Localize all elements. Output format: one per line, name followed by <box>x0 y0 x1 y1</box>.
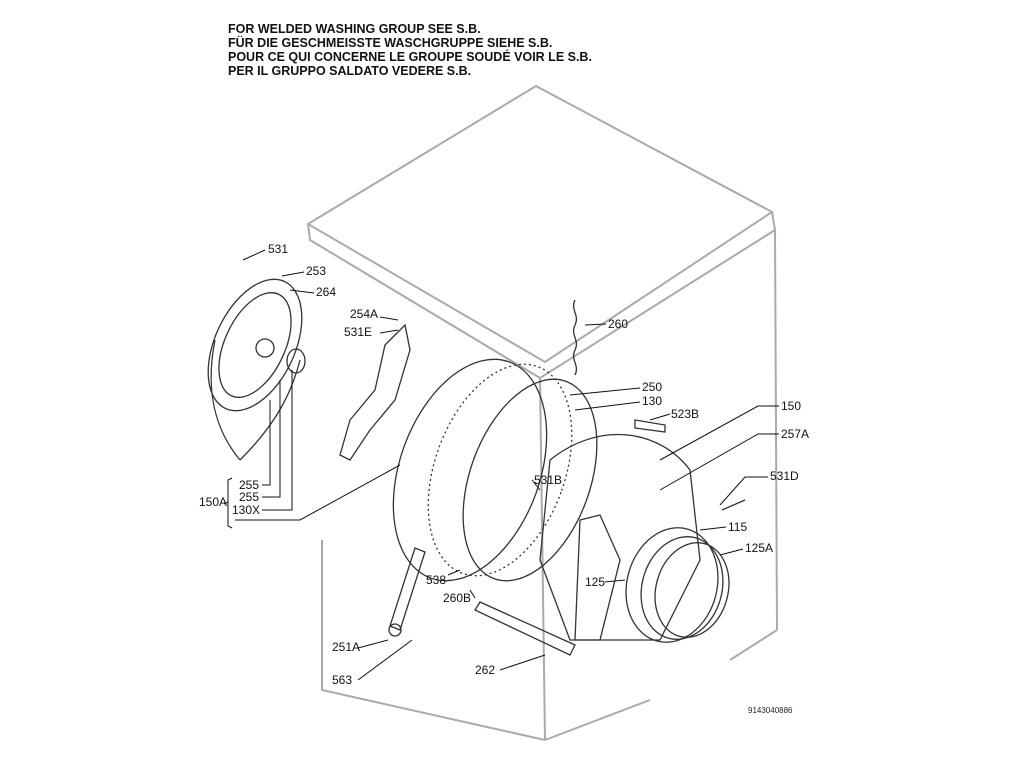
part-label-253: 253 <box>306 264 327 278</box>
terminal-523B <box>634 419 666 433</box>
part-label-150: 150 <box>781 399 802 413</box>
part-label-563: 563 <box>332 673 353 687</box>
part-label-531D: 531D <box>770 469 799 483</box>
bolt-531D <box>721 499 746 511</box>
part-label-125A: 125A <box>745 541 774 555</box>
part-label-255: 255 <box>239 478 260 492</box>
front-tub-257A <box>539 433 701 641</box>
part-label-250: 250 <box>642 380 663 394</box>
part-label-257A: 257A <box>781 427 810 441</box>
diagram-code: 9143040886 <box>748 706 793 715</box>
part-label-115: 115 <box>728 520 748 534</box>
note-de: FÜR DIE GESCHMEISSTE WASCHGRUPPE SIEHE S… <box>228 36 553 50</box>
part-label-130: 130 <box>642 394 663 408</box>
part-label-531B: 531B <box>534 473 563 487</box>
cabinet-outline <box>306 84 778 741</box>
pulley-253 <box>207 278 306 461</box>
part-label-264: 264 <box>316 285 337 299</box>
bolt-563 <box>388 623 402 637</box>
part-label-260: 260 <box>608 317 629 331</box>
part-label-125: 125 <box>585 575 606 589</box>
part-label-251A: 251A <box>332 640 361 654</box>
part-label-531E: 531E <box>344 325 373 339</box>
part-label-262: 262 <box>475 663 496 677</box>
leader-lines <box>223 249 779 681</box>
spring-260 <box>572 299 578 376</box>
shock-absorber-251A <box>389 547 426 631</box>
part-label-260B: 260B <box>443 591 472 605</box>
door-gasket-125A <box>625 527 730 643</box>
part-label-538: 538 <box>426 573 447 587</box>
note-fr: POUR CE QUI CONCERNE LE GROUPE SOUDÉ VOI… <box>228 50 592 64</box>
bracket-262 <box>474 601 576 656</box>
part-label-130X: 130X <box>232 503 261 517</box>
reference-notes: FOR WELDED WASHING GROUP SEE S.B. FÜR DI… <box>228 22 592 78</box>
part-label-254A: 254A <box>350 307 379 321</box>
part-label-531: 531 <box>268 242 289 256</box>
part-label-523B: 523B <box>671 407 700 421</box>
part-label-255: 255 <box>239 490 260 504</box>
part-label-150A: 150A <box>199 495 228 509</box>
rear-tub-150 <box>392 358 598 582</box>
note-it: PER IL GRUPPO SALDATO VEDERE S.B. <box>228 64 472 78</box>
note-en: FOR WELDED WASHING GROUP SEE S.B. <box>228 22 481 36</box>
bracket-254A <box>339 323 411 461</box>
